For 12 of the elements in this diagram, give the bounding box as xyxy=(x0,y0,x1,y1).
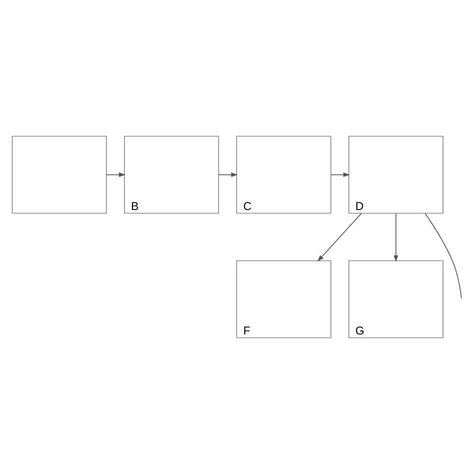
arrow xyxy=(106,172,126,178)
node-box: F xyxy=(236,260,332,338)
arrow xyxy=(218,172,238,178)
node-box: D xyxy=(348,136,444,214)
node-box: G xyxy=(348,260,444,338)
node-box xyxy=(12,136,107,214)
arrow xyxy=(394,213,398,262)
node-box: C xyxy=(236,136,332,214)
node-box: B xyxy=(124,136,220,214)
connector xyxy=(424,212,462,299)
arrow xyxy=(317,213,362,262)
arrow xyxy=(330,172,350,178)
